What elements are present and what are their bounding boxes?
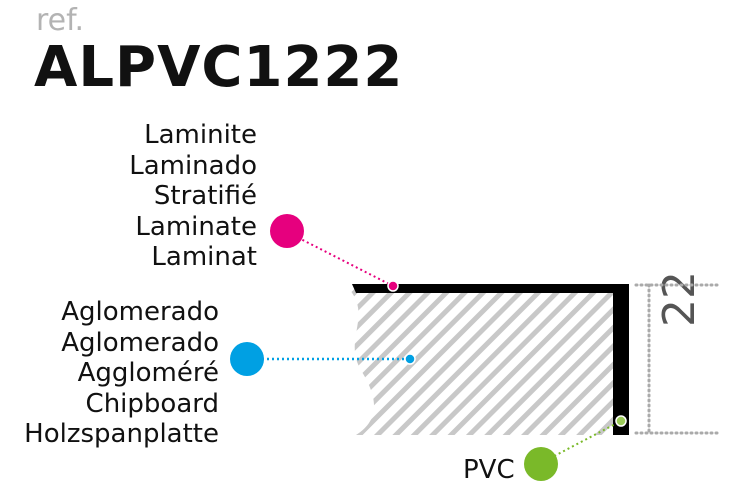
laminate-leader-line (288, 232, 394, 287)
laminate-label-fr: Stratifié (153, 181, 257, 211)
pvc-callout (524, 415, 627, 481)
chipboard-marker (230, 342, 264, 376)
laminate-callout (270, 214, 399, 292)
chipboard-label-group: Aglomerado Aglomerado Aggloméré Chipboar… (24, 297, 219, 450)
laminate-label-group: Laminite Laminado Stratifié Laminate Lam… (129, 120, 257, 273)
laminate-label-pt: Laminado (129, 150, 257, 181)
pvc-marker (524, 447, 558, 481)
pvc-anchor-dot (615, 415, 627, 427)
chipboard-label-es: Aglomerado (61, 297, 219, 327)
laminate-layer (352, 284, 628, 293)
pvc-edge-band (613, 284, 629, 435)
thickness-dimension (634, 283, 721, 435)
pvc-label: PVC (463, 455, 515, 485)
laminate-marker (270, 214, 304, 248)
chipboard-callout (230, 342, 416, 376)
product-reference-code: ALPVC1222 (34, 35, 404, 100)
chipboard-label-en: Chipboard (85, 388, 219, 419)
laminate-label-es: Laminite (144, 120, 257, 150)
laminate-anchor-dot (387, 280, 399, 292)
ref-label: ref. (36, 3, 85, 38)
chipboard-core (350, 287, 626, 435)
laminate-label-en: Laminate (135, 211, 257, 242)
chipboard-label-de: Holzspanplatte (24, 419, 219, 449)
chipboard-label-pt: Aglomerado (61, 327, 219, 358)
chipboard-anchor-dot (404, 353, 416, 365)
chipboard-label-fr: Aggloméré (77, 358, 219, 388)
laminate-label-de: Laminat (151, 242, 257, 272)
